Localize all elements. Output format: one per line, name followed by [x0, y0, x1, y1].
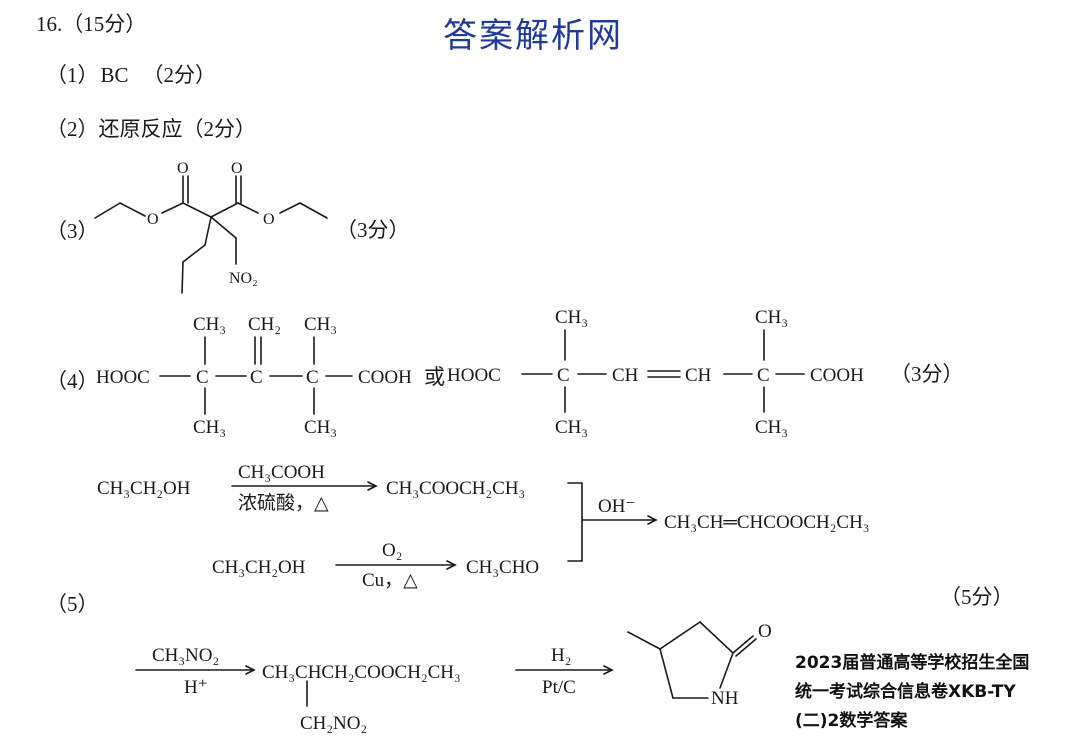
p5-row2-reagent-bottom: Cu，△: [362, 570, 418, 591]
p5-row1-product: CH₃COOCH₂CH₃: [386, 478, 525, 499]
part4a-hooc: HOOC: [96, 367, 150, 388]
p5-merge-reagent: OH⁻: [598, 496, 635, 517]
part1-answer: BC: [100, 63, 129, 87]
part4-score: （3分）: [890, 362, 964, 386]
part4b-top1: CH₃: [555, 307, 588, 328]
p5-row1-reagent-top: CH₃COOH: [238, 462, 325, 483]
p5-row1-reactant: CH₃CH₂OH: [97, 478, 191, 499]
p5-row3-reagent1-bottom: H⁺: [184, 677, 208, 698]
p5-row3-product: CH₃CHCH₂COOCH₂CH₃: [262, 662, 461, 683]
part2-row: （2）还原反应（2分）: [46, 113, 256, 143]
part4a-top3: CH₃: [304, 314, 337, 335]
part2-score: （2分）: [182, 117, 257, 141]
part5-label: （5）: [46, 592, 99, 616]
p5-merge-product: CH₃CH═CHCOOCH₂CH₃: [664, 512, 869, 533]
part4a-c2: C: [250, 367, 263, 388]
part1-score: （2分）: [142, 63, 217, 87]
part4b-cooh: COOH: [810, 365, 864, 386]
p5-row3-substituent: CH₂NO₂: [300, 713, 367, 734]
part4a-bot3: CH₃: [304, 417, 337, 438]
part4b-top2: CH₃: [755, 307, 788, 328]
part3-label: （3）: [46, 219, 99, 243]
ring-carbonyl-o: O: [758, 621, 772, 642]
part4-or-word: 或: [424, 365, 445, 389]
part1-row: （1）BC （2分）: [46, 59, 216, 89]
part4b-c2: C: [757, 365, 770, 386]
part4a-c1: C: [196, 367, 209, 388]
part2-label: （2）: [46, 117, 99, 141]
part4b-ch-right: CH: [685, 365, 712, 386]
part4b-c1: C: [557, 365, 570, 386]
part4a-cooh: COOH: [358, 367, 412, 388]
part3-o-ester-right: O: [263, 211, 275, 228]
part5-score: （5分）: [940, 585, 1014, 609]
part2-answer: 还原反应: [98, 117, 183, 141]
stamp-line-1: 2023届普通高等学校招生全国: [795, 653, 1030, 673]
part4a-c3: C: [306, 367, 319, 388]
source-stamp: 2023届普通高等学校招生全国 统一考试综合信息卷XKB-TY (二)2数学答案: [795, 649, 1030, 736]
p5-row3-reagent2-top: H₂: [551, 645, 571, 666]
part4b-bot1: CH₃: [555, 417, 588, 438]
question-number: 16.（15分）: [36, 12, 147, 36]
p5-row2-product: CH₃CHO: [466, 557, 539, 578]
part3-o-top-left: O: [177, 160, 189, 177]
part4b-ch-left: CH: [612, 365, 639, 386]
part4-struct-b-bonds: [521, 329, 805, 413]
part3-nitro-group: NO₂: [229, 270, 258, 287]
part4b-bot2: CH₃: [755, 417, 788, 438]
part3-o-ester-left: O: [147, 211, 159, 228]
part4a-bot1: CH₃: [193, 417, 226, 438]
p5-row3-reagent1-top: CH₃NO₂: [152, 645, 219, 666]
p5-row2-reagent-top: O₂: [382, 540, 402, 561]
watermark-text: 答案解析网: [443, 16, 623, 56]
stamp-line-2: 统一考试综合信息卷XKB-TY: [795, 682, 1016, 702]
part4a-top1: CH₃: [193, 314, 226, 335]
part4-struct-a-bonds: [159, 336, 353, 415]
part3-o-top-right: O: [231, 160, 243, 177]
pyrrolidinone-ring: [627, 621, 757, 699]
part3-score: （3分）: [336, 218, 410, 242]
part5-reaction-arrows: [135, 481, 658, 707]
part4-label: （4）: [46, 369, 99, 393]
part4a-top2: CH₂: [248, 314, 281, 335]
part4b-hooc: HOOC: [447, 365, 501, 386]
p5-row1-reagent-bottom: 浓硫酸，△: [238, 492, 329, 514]
ring-nh: NH: [711, 688, 739, 709]
stamp-line-3: (二)2数学答案: [795, 711, 908, 731]
p5-row3-reagent2-bottom: Pt/C: [542, 677, 576, 698]
part3-skeletal-structure: [94, 175, 328, 294]
p5-row2-reactant: CH₃CH₂OH: [212, 557, 306, 578]
part1-label: （1）: [46, 63, 99, 87]
